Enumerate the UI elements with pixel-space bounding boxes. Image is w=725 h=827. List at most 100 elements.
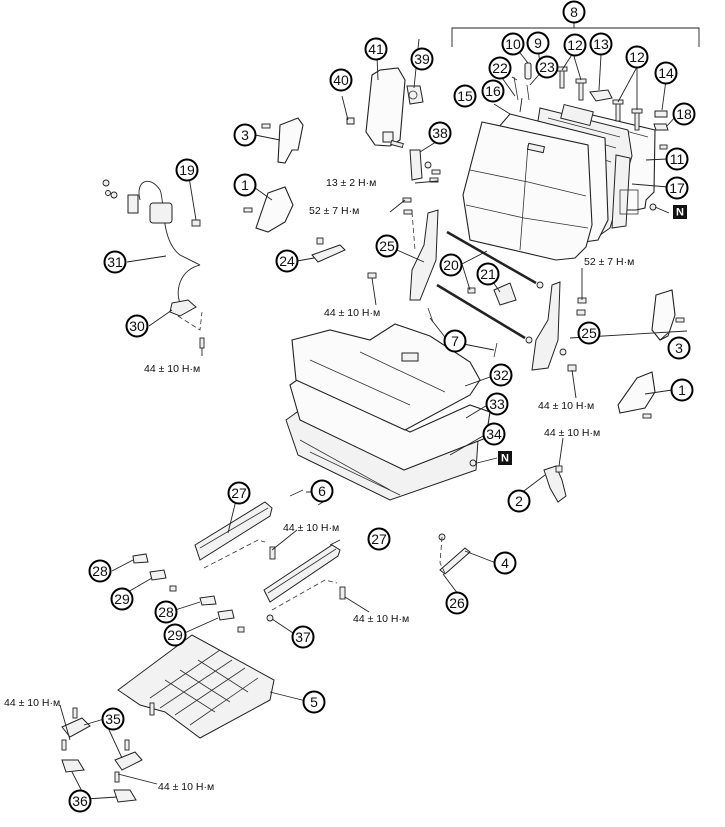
callout-33: 33 <box>485 392 509 416</box>
torque-specs: 13 ± 2 Н·м 52 ± 7 Н·м 52 ± 7 Н·м 44 ± 10… <box>4 177 634 793</box>
bracket-35-left <box>61 707 91 751</box>
springs-7 <box>427 307 498 358</box>
slide-rail-27-left <box>194 501 276 569</box>
torque-spec: 13 ± 2 Н·м <box>326 177 376 189</box>
svg-text:8: 8 <box>570 4 578 20</box>
seatback-cushion-15 <box>462 121 593 261</box>
callout-7: 7 <box>443 329 467 353</box>
new-part-marker-n: N <box>498 451 512 465</box>
svg-text:16: 16 <box>485 83 501 99</box>
callouts: 8 10 9 12 13 12 22 23 14 15 16 18 11 17 … <box>68 0 696 813</box>
svg-text:18: 18 <box>676 106 692 122</box>
svg-text:27: 27 <box>371 531 387 547</box>
new-part-marker-n: N <box>673 205 687 219</box>
callout-27: 27 <box>367 527 391 551</box>
callout-1: 1 <box>670 378 694 402</box>
part-23 <box>526 84 530 101</box>
bolt-small-right <box>659 144 668 150</box>
floor-tray-5 <box>117 634 275 739</box>
svg-text:6: 6 <box>318 483 326 499</box>
side-bracket-17 <box>611 154 639 229</box>
callout-37: 37 <box>291 625 315 649</box>
svg-text:29: 29 <box>114 591 130 607</box>
callout-16: 16 <box>481 79 505 103</box>
svg-text:12: 12 <box>567 37 583 53</box>
callout-30: 30 <box>125 314 149 338</box>
callout-22: 22 <box>488 56 512 80</box>
svg-text:25: 25 <box>581 325 597 341</box>
torque-spec: 52 ± 7 Н·м <box>584 256 634 268</box>
callout-23: 23 <box>535 55 559 79</box>
svg-text:22: 22 <box>492 60 508 76</box>
callout-26: 26 <box>445 591 469 615</box>
part-13 <box>589 89 613 102</box>
part-22 <box>511 76 519 101</box>
svg-text:20: 20 <box>443 257 459 273</box>
callout-6: 6 <box>310 479 334 503</box>
callout-1: 1 <box>233 173 257 197</box>
clip-28-b <box>199 595 217 606</box>
seatbelt-31 <box>102 179 201 304</box>
callout-4: 4 <box>493 551 517 575</box>
svg-text:11: 11 <box>670 151 685 167</box>
bolts-12a <box>556 66 587 101</box>
callout-29: 29 <box>163 623 187 647</box>
part-40 <box>346 117 355 125</box>
cover-3-left <box>261 117 304 164</box>
part-21 <box>467 282 517 306</box>
svg-text:41: 41 <box>368 41 384 57</box>
bracket-36-right <box>113 789 137 803</box>
callout-31: 31 <box>103 250 127 274</box>
callout-40: 40 <box>329 68 353 92</box>
svg-text:33: 33 <box>489 396 505 412</box>
svg-text:7: 7 <box>451 333 459 349</box>
callout-14: 14 <box>654 61 678 85</box>
svg-text:26: 26 <box>449 595 465 611</box>
part-39 <box>406 85 424 105</box>
svg-text:17: 17 <box>669 180 685 196</box>
svg-text:N: N <box>676 207 684 219</box>
clip-28-a <box>132 553 149 564</box>
svg-text:19: 19 <box>179 162 195 178</box>
torque-spec: 44 ± 10 Н·м <box>4 697 60 709</box>
svg-text:1: 1 <box>678 382 686 398</box>
svg-text:28: 28 <box>92 563 108 579</box>
part-18 <box>653 123 669 131</box>
svg-text:30: 30 <box>129 318 145 334</box>
torque-spec: 44 ± 10 Н·м <box>283 522 339 534</box>
callout-10: 10 <box>501 32 525 56</box>
svg-text:2: 2 <box>515 493 523 509</box>
clip-29-b <box>217 609 245 633</box>
svg-text:32: 32 <box>493 367 509 383</box>
callout-13: 13 <box>589 32 613 56</box>
callout-35: 35 <box>101 707 125 731</box>
torque-spec: 44 ± 10 Н·м <box>544 427 600 439</box>
callout-11: 11 <box>665 147 689 171</box>
callout-21: 21 <box>476 262 500 286</box>
svg-text:31: 31 <box>107 254 123 270</box>
bracket-38 <box>390 139 423 181</box>
svg-text:15: 15 <box>457 88 473 104</box>
callout-34: 34 <box>482 422 506 446</box>
rods-20 <box>436 230 544 344</box>
torque-spec: 44 ± 10 Н·м <box>353 613 409 625</box>
svg-text:35: 35 <box>105 711 121 727</box>
callout-18: 18 <box>672 102 696 126</box>
callout-2: 2 <box>507 489 531 513</box>
cover-1-left <box>243 186 294 233</box>
callout-36: 36 <box>68 789 92 813</box>
svg-text:25: 25 <box>379 238 395 254</box>
svg-text:4: 4 <box>501 555 509 571</box>
svg-text:3: 3 <box>675 340 683 356</box>
clip-n-mid <box>469 459 477 467</box>
callout-15: 15 <box>453 84 477 108</box>
svg-text:34: 34 <box>486 426 502 442</box>
svg-text:N: N <box>501 453 509 465</box>
recliner-25-right <box>531 281 587 372</box>
part-24 <box>311 237 346 263</box>
callout-29: 29 <box>110 587 134 611</box>
svg-text:29: 29 <box>167 627 183 643</box>
svg-text:21: 21 <box>480 266 496 282</box>
callout-38: 38 <box>428 121 452 145</box>
